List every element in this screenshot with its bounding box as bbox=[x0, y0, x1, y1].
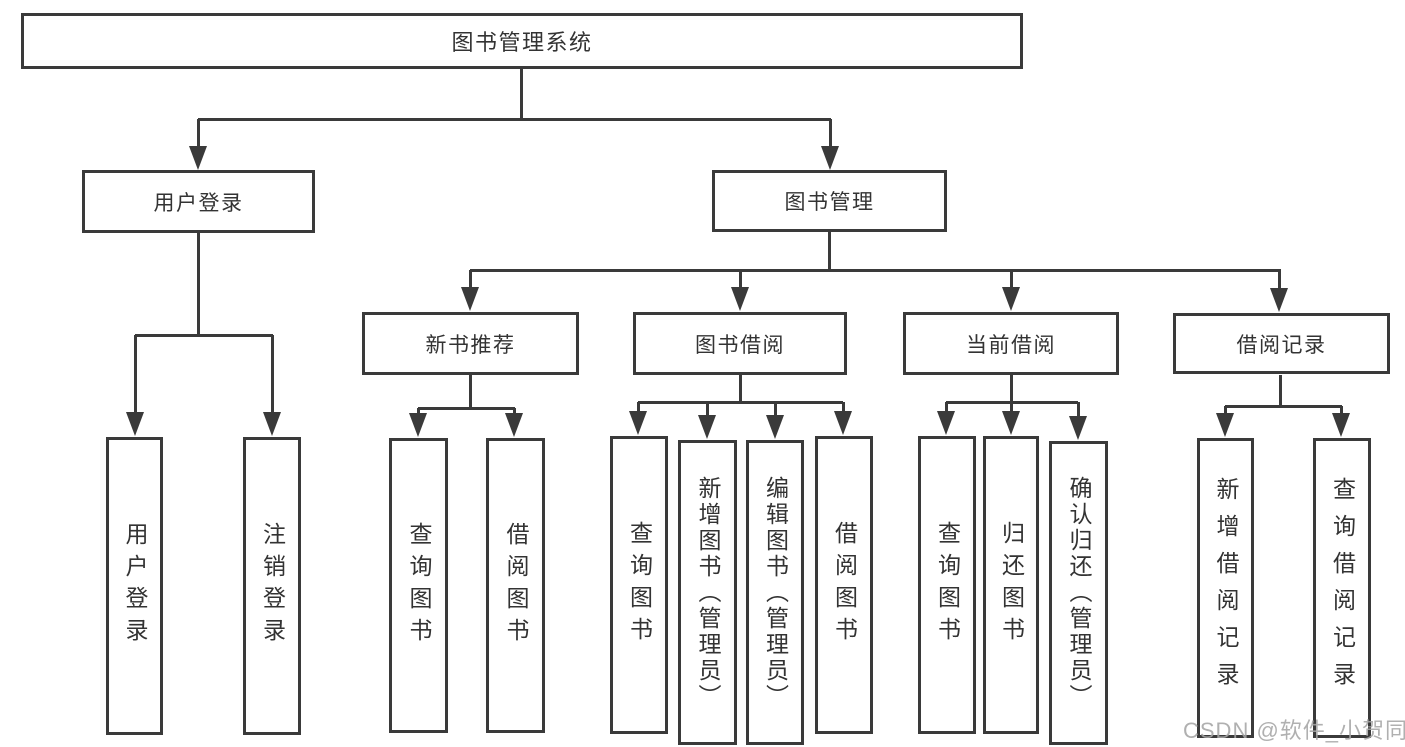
leaf-borrow-books-borrowing: 借阅图书 bbox=[815, 436, 873, 734]
arrow-shaft bbox=[416, 408, 420, 417]
connector-line-vertical bbox=[468, 375, 472, 410]
leaf-add-books-admin-label: 新增图书（管理员） bbox=[695, 475, 721, 710]
leaf-query-borrow-record-label: 查询借阅记录 bbox=[1329, 477, 1356, 699]
arrow-shaft bbox=[841, 402, 845, 415]
connector-line-vertical bbox=[827, 232, 831, 272]
arrow-shaft bbox=[133, 335, 137, 416]
arrowhead-down-icon bbox=[1216, 413, 1234, 437]
leaf-query-borrow-record: 查询借阅记录 bbox=[1313, 438, 1371, 738]
arrowhead-down-icon bbox=[409, 413, 427, 437]
arrow-shaft bbox=[196, 119, 200, 150]
leaf-confirm-return-admin: 确认归还（管理员） bbox=[1049, 441, 1108, 745]
leaf-add-borrow-record-label: 新增借阅记录 bbox=[1213, 477, 1239, 699]
arrowhead-down-icon bbox=[1270, 288, 1288, 312]
arrowhead-down-icon bbox=[189, 146, 207, 170]
branch-current-borrowing: 当前借阅 bbox=[903, 312, 1119, 375]
arrow-shaft bbox=[1223, 406, 1227, 417]
arrow-shaft bbox=[1277, 270, 1281, 292]
leaf-edit-books-admin: 编辑图书（管理员） bbox=[746, 440, 804, 745]
connector-line-horizontal bbox=[470, 268, 1281, 272]
connector-line-vertical bbox=[1278, 375, 1282, 408]
leaf-borrow-books-recommend-label: 借阅图书 bbox=[503, 521, 529, 650]
arrowhead-down-icon bbox=[126, 412, 144, 436]
connector-line-vertical bbox=[1009, 375, 1013, 404]
arrowhead-down-icon bbox=[698, 415, 716, 439]
branch-borrow-records: 借阅记录 bbox=[1173, 313, 1390, 374]
arrow-shaft bbox=[705, 402, 709, 419]
arrowhead-down-icon bbox=[505, 413, 523, 437]
arrowhead-down-icon bbox=[821, 146, 839, 170]
connector-line-vertical bbox=[519, 69, 523, 121]
leaf-query-books-current-label: 查询图书 bbox=[934, 521, 961, 649]
connector-line-vertical bbox=[196, 233, 200, 337]
arrow-shaft bbox=[1339, 406, 1343, 417]
arrowhead-down-icon bbox=[731, 287, 749, 311]
leaf-borrow-books-borrowing-label: 借阅图书 bbox=[831, 521, 858, 649]
leaf-query-books-recommend: 查询图书 bbox=[389, 438, 448, 733]
branch-user-login: 用户登录 bbox=[82, 170, 315, 233]
branch-book-management-label: 图书管理 bbox=[784, 191, 875, 214]
leaf-query-books-recommend-label: 查询图书 bbox=[406, 521, 432, 650]
root-system: 图书管理系统 bbox=[21, 13, 1023, 69]
leaf-user-login: 用户登录 bbox=[106, 437, 163, 735]
branch-borrow-records-label: 借阅记录 bbox=[1236, 333, 1327, 357]
branch-book-borrowing-label: 图书借阅 bbox=[695, 333, 785, 357]
leaf-borrow-books-recommend: 借阅图书 bbox=[486, 438, 545, 733]
connector-line-vertical bbox=[738, 375, 742, 404]
leaf-add-books-admin: 新增图书（管理员） bbox=[678, 440, 737, 745]
branch-book-borrowing: 图书借阅 bbox=[633, 312, 847, 375]
connector-line-horizontal bbox=[198, 117, 831, 121]
arrowhead-down-icon bbox=[834, 411, 852, 435]
arrow-shaft bbox=[512, 408, 516, 417]
watermark: CSDN @软件_小贺同学 bbox=[1183, 713, 1405, 745]
root-system-label: 图书管理系统 bbox=[451, 30, 593, 55]
arrowhead-down-icon bbox=[1332, 413, 1350, 437]
leaf-query-books-current: 查询图书 bbox=[918, 436, 976, 734]
arrowhead-down-icon bbox=[1002, 411, 1020, 435]
branch-book-management: 图书管理 bbox=[712, 170, 947, 232]
arrow-shaft bbox=[270, 335, 274, 416]
connector-line-horizontal bbox=[135, 333, 273, 337]
arrow-shaft bbox=[738, 270, 742, 291]
arrowhead-down-icon bbox=[629, 411, 647, 435]
arrowhead-down-icon bbox=[937, 411, 955, 435]
arrowhead-down-icon bbox=[766, 415, 784, 439]
arrow-shaft bbox=[1009, 270, 1013, 291]
arrow-shaft bbox=[1076, 402, 1080, 420]
leaf-logout: 注销登录 bbox=[243, 437, 301, 735]
leaf-logout-label: 注销登录 bbox=[259, 522, 286, 650]
branch-new-book-recommend: 新书推荐 bbox=[362, 312, 579, 375]
leaf-edit-books-admin-label: 编辑图书（管理员） bbox=[762, 475, 789, 710]
arrow-shaft bbox=[1009, 402, 1013, 415]
branch-current-borrowing-label: 当前借阅 bbox=[966, 333, 1056, 357]
branch-user-login-label: 用户登录 bbox=[153, 191, 244, 215]
connector-line-horizontal bbox=[418, 406, 515, 410]
arrow-shaft bbox=[828, 119, 832, 150]
arrow-shaft bbox=[636, 402, 640, 415]
branch-new-book-recommend-label: 新书推荐 bbox=[425, 333, 516, 357]
watermark-text: CSDN @软件_小贺同 bbox=[1183, 718, 1405, 743]
arrow-shaft bbox=[944, 402, 948, 415]
leaf-user-login-label: 用户登录 bbox=[122, 522, 148, 650]
connector-line-horizontal bbox=[1225, 404, 1342, 408]
arrowhead-down-icon bbox=[1069, 416, 1087, 440]
arrowhead-down-icon bbox=[263, 412, 281, 436]
leaf-return-books-label: 归还图书 bbox=[998, 521, 1025, 649]
leaf-add-borrow-record: 新增借阅记录 bbox=[1197, 438, 1254, 738]
arrow-shaft bbox=[468, 270, 472, 291]
arrow-shaft bbox=[773, 402, 777, 419]
leaf-return-books: 归还图书 bbox=[983, 436, 1039, 734]
leaf-confirm-return-admin-label: 确认归还（管理员） bbox=[1066, 476, 1092, 710]
leaf-query-books-borrowing-label: 查询图书 bbox=[626, 521, 653, 649]
connector-line-horizontal bbox=[638, 400, 843, 404]
leaf-query-books-borrowing: 查询图书 bbox=[610, 436, 668, 734]
arrowhead-down-icon bbox=[1002, 287, 1020, 311]
arrowhead-down-icon bbox=[461, 287, 479, 311]
